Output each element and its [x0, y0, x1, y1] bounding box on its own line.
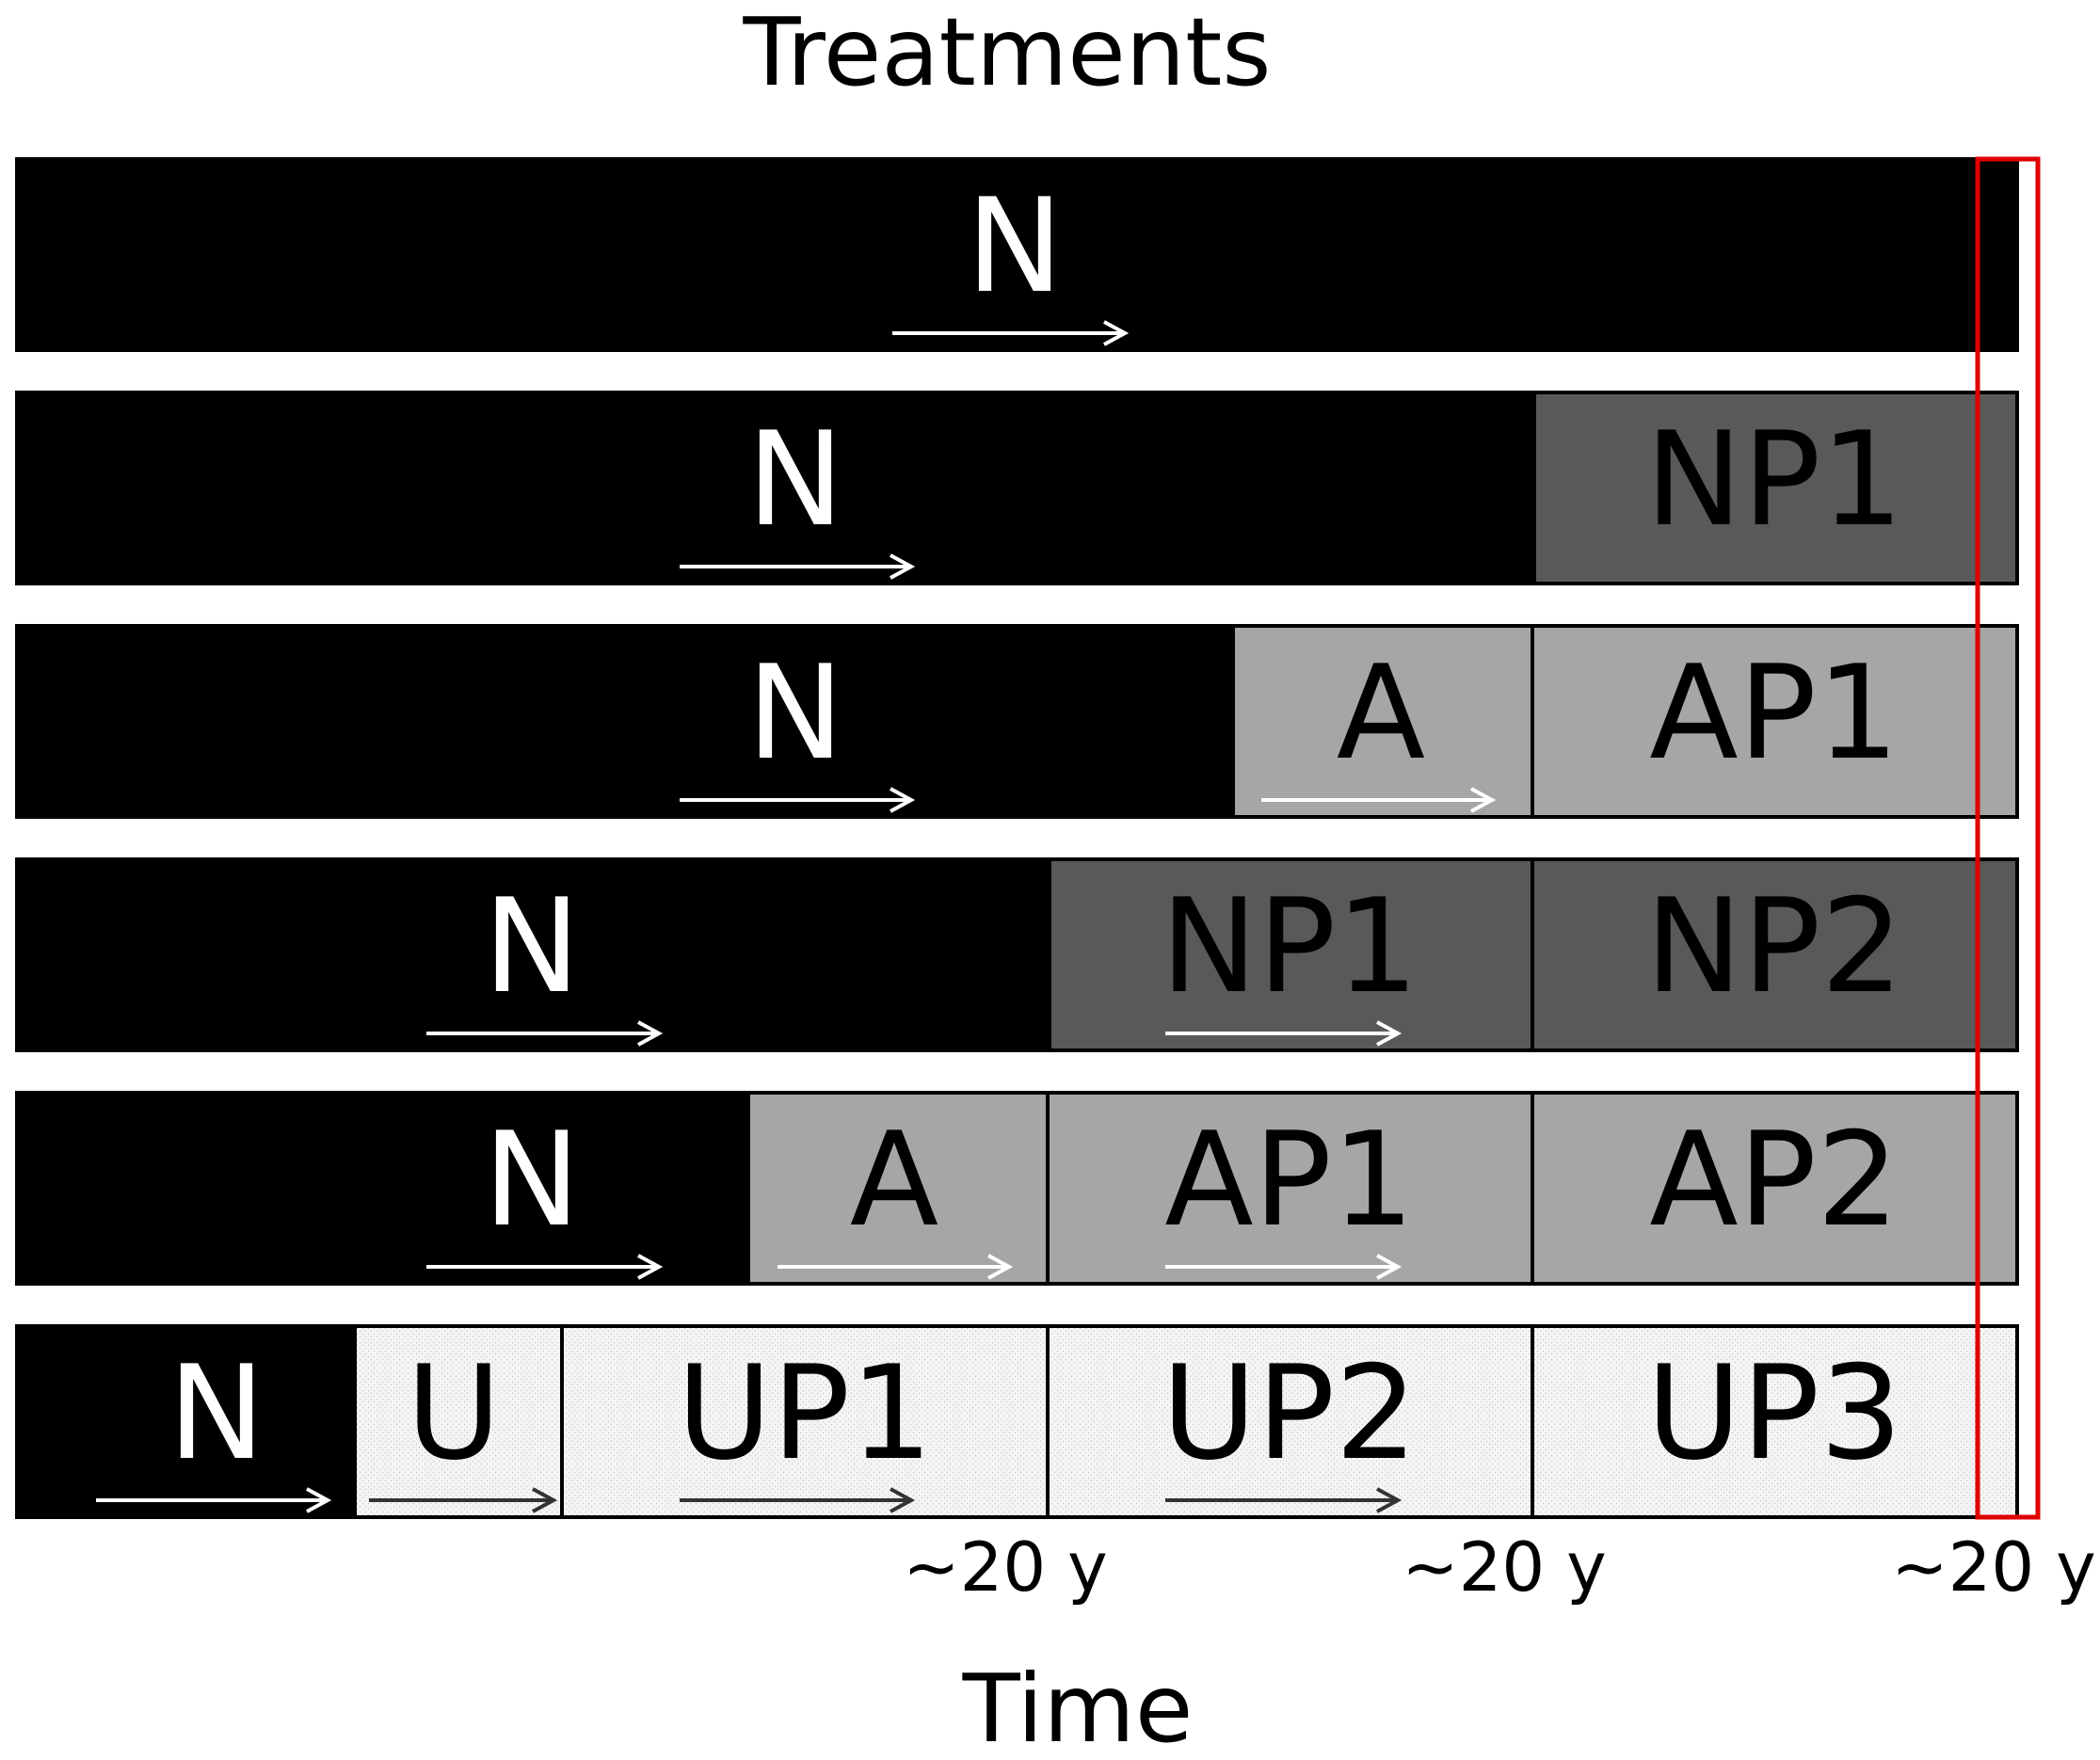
segment-u-block — [353, 1324, 564, 1519]
time-arrow-icon — [777, 1254, 1014, 1280]
segment-n-label: N — [483, 871, 580, 1022]
time-arrow-icon — [1165, 1020, 1403, 1047]
time-arrow-icon — [1165, 1487, 1403, 1513]
final-period-highlight — [1975, 156, 2041, 1520]
segment-a-label: A — [1337, 637, 1425, 789]
segment-n-label: N — [483, 1104, 580, 1256]
time-axis-label: Time — [962, 1654, 1194, 1760]
segment-np2-label: NP2 — [1645, 871, 1903, 1022]
segment-ap1-label: AP1 — [1649, 637, 1899, 789]
time-markers: ~20 y ~20 y ~20 y — [903, 1528, 2095, 1607]
segment-n-block — [15, 1091, 750, 1286]
time-arrow-icon — [426, 1020, 664, 1047]
segment-n-block — [15, 1324, 357, 1519]
diagram-title: Treatments — [743, 0, 1272, 107]
segment-ap2-block — [1531, 1091, 2019, 1286]
segment-n-label: N — [966, 170, 1063, 322]
segment-ap1-label: AP1 — [1164, 1104, 1414, 1256]
time-arrow-icon — [96, 1487, 332, 1513]
segment-np1-label: NP1 — [1161, 871, 1419, 1022]
segment-n-block — [15, 857, 1051, 1052]
treatment-row-3: N A AP1 — [15, 624, 2019, 819]
time-arrow-icon — [369, 1487, 558, 1513]
time-arrow-icon — [1165, 1254, 1403, 1280]
segment-np2-block — [1531, 857, 2019, 1052]
segment-ap1-block — [1046, 1091, 1534, 1286]
segment-n-label: N — [746, 637, 843, 789]
time-arrow-icon — [680, 1487, 916, 1513]
segment-up2-block — [1046, 1324, 1534, 1519]
segment-n-block — [15, 391, 1536, 585]
segment-np1-label: NP1 — [1645, 404, 1903, 555]
segment-n-block — [15, 624, 1235, 819]
time-marker-label: ~20 y — [1402, 1528, 1606, 1607]
time-arrow-icon — [1261, 787, 1497, 813]
segment-np1-block — [1532, 391, 2019, 585]
time-arrow-icon — [426, 1254, 664, 1280]
segment-ap2-label: AP2 — [1649, 1104, 1899, 1256]
segment-up1-block — [560, 1324, 1050, 1519]
segment-np1-block — [1048, 857, 1534, 1052]
time-marker-label: ~20 y — [1891, 1528, 2095, 1607]
segment-u-label: U — [406, 1337, 501, 1489]
segment-up3-block — [1531, 1324, 2019, 1519]
segment-a-block — [1231, 624, 1534, 819]
segment-up1-label: UP1 — [677, 1337, 933, 1489]
segment-ap1-block — [1531, 624, 2019, 819]
segment-n-label: N — [168, 1337, 265, 1489]
segment-n-label: N — [746, 404, 843, 555]
treatment-row-5: N A AP1 AP2 — [15, 1091, 2019, 1286]
segment-up3-label: UP3 — [1646, 1337, 1902, 1489]
time-arrow-icon — [680, 553, 916, 580]
segment-a-label: A — [850, 1104, 938, 1256]
treatment-row-2: N NP1 — [15, 391, 2019, 585]
time-arrow-icon — [680, 787, 916, 813]
segment-n-block — [15, 157, 2019, 352]
treatment-row-1: N — [15, 157, 2019, 352]
treatment-row-4: N NP1 NP2 — [15, 857, 2019, 1052]
segment-a-block — [746, 1091, 1050, 1286]
time-arrow-icon — [892, 320, 1130, 346]
time-marker-label: ~20 y — [903, 1528, 1107, 1607]
segment-up2-label: UP2 — [1162, 1337, 1418, 1489]
